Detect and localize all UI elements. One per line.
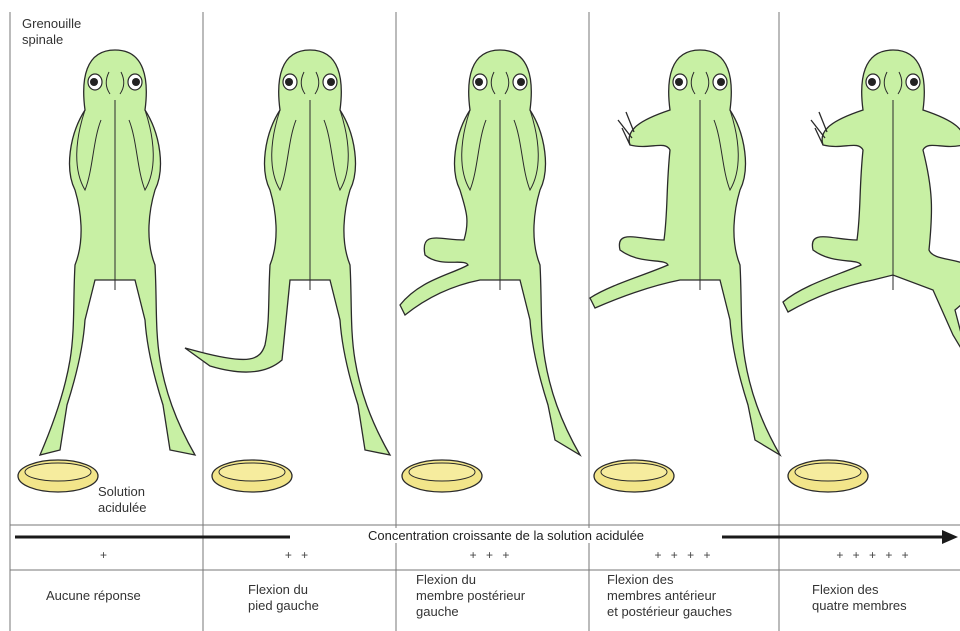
frog-body [783, 50, 960, 360]
acid-dish [212, 460, 292, 492]
acid-dish [402, 460, 482, 492]
frog-body [590, 50, 780, 455]
label-line: Solution [98, 484, 146, 500]
frog-body [400, 50, 580, 455]
level-5: + + + + + [784, 548, 960, 562]
response-line: Flexion des [607, 572, 732, 588]
arrow-caption: Concentration croissante de la solution … [290, 528, 722, 543]
acid-dish [594, 460, 674, 492]
acid-dish [18, 460, 98, 492]
spinal-frog-label: Grenouille spinale [22, 16, 81, 48]
frog-panel-4 [590, 50, 780, 455]
response-3: Flexion du membre postérieur gauche [416, 572, 525, 620]
response-line: et postérieur gauches [607, 604, 732, 620]
frog-panel-5 [783, 50, 960, 360]
response-line: Aucune réponse [46, 588, 141, 604]
response-line: membre postérieur [416, 588, 525, 604]
level-2: + + [208, 548, 388, 562]
frog-panel-1 [40, 50, 195, 455]
response-1: Aucune réponse [46, 588, 141, 604]
response-4: Flexion des membres antérieur et postéri… [607, 572, 732, 620]
response-5: Flexion des quatre membres [812, 582, 907, 614]
response-2: Flexion du pied gauche [248, 582, 319, 614]
frog-panel-2 [185, 50, 390, 455]
response-line: quatre membres [812, 598, 907, 614]
level-4: + + + + [594, 548, 774, 562]
response-line: gauche [416, 604, 525, 620]
level-3: + + + [401, 548, 581, 562]
response-line: membres antérieur [607, 588, 732, 604]
label-line: Grenouille [22, 16, 81, 32]
acid-solution-label: Solution acidulée [98, 484, 146, 516]
response-line: Flexion du [416, 572, 525, 588]
frog-body [185, 50, 390, 455]
acid-dish [788, 460, 868, 492]
frog-body [40, 50, 195, 455]
level-1: + [15, 548, 195, 562]
response-line: Flexion des [812, 582, 907, 598]
label-line: spinale [22, 32, 81, 48]
response-line: pied gauche [248, 598, 319, 614]
response-line: Flexion du [248, 582, 319, 598]
label-line: acidulée [98, 500, 146, 516]
frog-panel-3 [400, 50, 580, 455]
